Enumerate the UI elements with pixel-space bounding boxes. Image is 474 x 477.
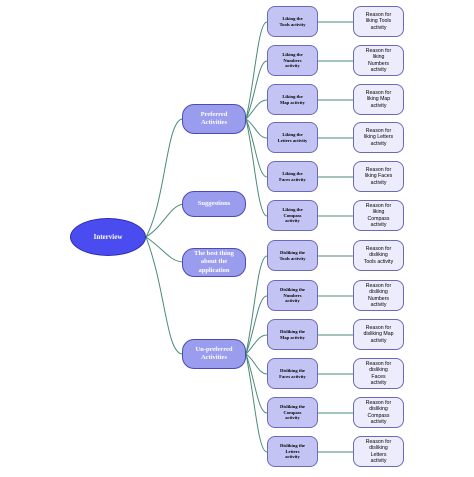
activity-node: Liking the Map activity [267,84,318,115]
link-unpreferred-act-11 [245,353,268,414]
reason-node: Reason for liking Faces activity [353,161,404,192]
link-preferred-act-1 [245,21,268,120]
reason-node: Reason for liking Tools activity [353,6,404,37]
reason-node: Reason for disliking Faces activity [353,358,404,389]
root-node-interview: Interview [70,218,146,256]
link-unpreferred-act-9 [245,334,268,355]
activity-node: Disliking the Compass activity [267,397,318,428]
reason-node: Reason for disliking Tools activity [353,240,404,271]
link-unpreferred-act-8 [245,295,268,355]
link-unpreferred-act-12 [245,353,268,453]
activity-node: Disliking the Faces activity [267,358,318,389]
link-unpreferred-act-7 [245,255,268,355]
activity-node: Disliking the Letters activity [267,436,318,467]
link-preferred-act-4 [245,118,268,139]
link-root-unpreferred [145,236,183,355]
activity-node: Disliking the Numbers activity [267,280,318,311]
activity-node: Liking the Letters activity [267,122,318,153]
activity-node: Disliking the Map activity [267,319,318,350]
reason-node: Reason for liking Map activity [353,84,404,115]
category-suggestions: Suggestions [182,191,246,217]
link-preferred-act-2 [245,60,268,120]
reason-node: Reason for liking Letters activity [353,122,404,153]
activity-node: Liking the Numbers activity [267,45,318,76]
reason-node: Reason for liking Numbers activity [353,45,404,76]
category-best-thing: The best thing about the application [182,248,246,277]
activity-node: Liking the Faces activity [267,161,318,192]
link-root-preferred [145,118,183,238]
category-unpreferred-activities: Un-preferred Activities [182,339,246,369]
reason-node: Reason for disliking Numbers activity [353,280,404,311]
reason-node: Reason for liking Compass activity [353,200,404,231]
link-preferred-act-6 [245,118,268,217]
link-root-bestthing [145,236,185,263]
activity-node: Disliking the Tools activity [267,240,318,271]
link-unpreferred-act-10 [245,353,268,375]
reason-node: Reason for disliking Compass activity [353,397,404,428]
activity-node: Liking the Tools activity [267,6,318,37]
reason-node: Reason for disliking Letters activity [353,436,404,467]
activity-node: Liking the Compass activity [267,200,318,231]
link-preferred-act-5 [245,118,268,178]
link-preferred-act-3 [245,99,268,120]
link-root-suggestions [145,203,185,238]
category-preferred-activities: Preferred Activities [182,104,246,134]
reason-node: Reason for disliking Map activity [353,319,404,350]
